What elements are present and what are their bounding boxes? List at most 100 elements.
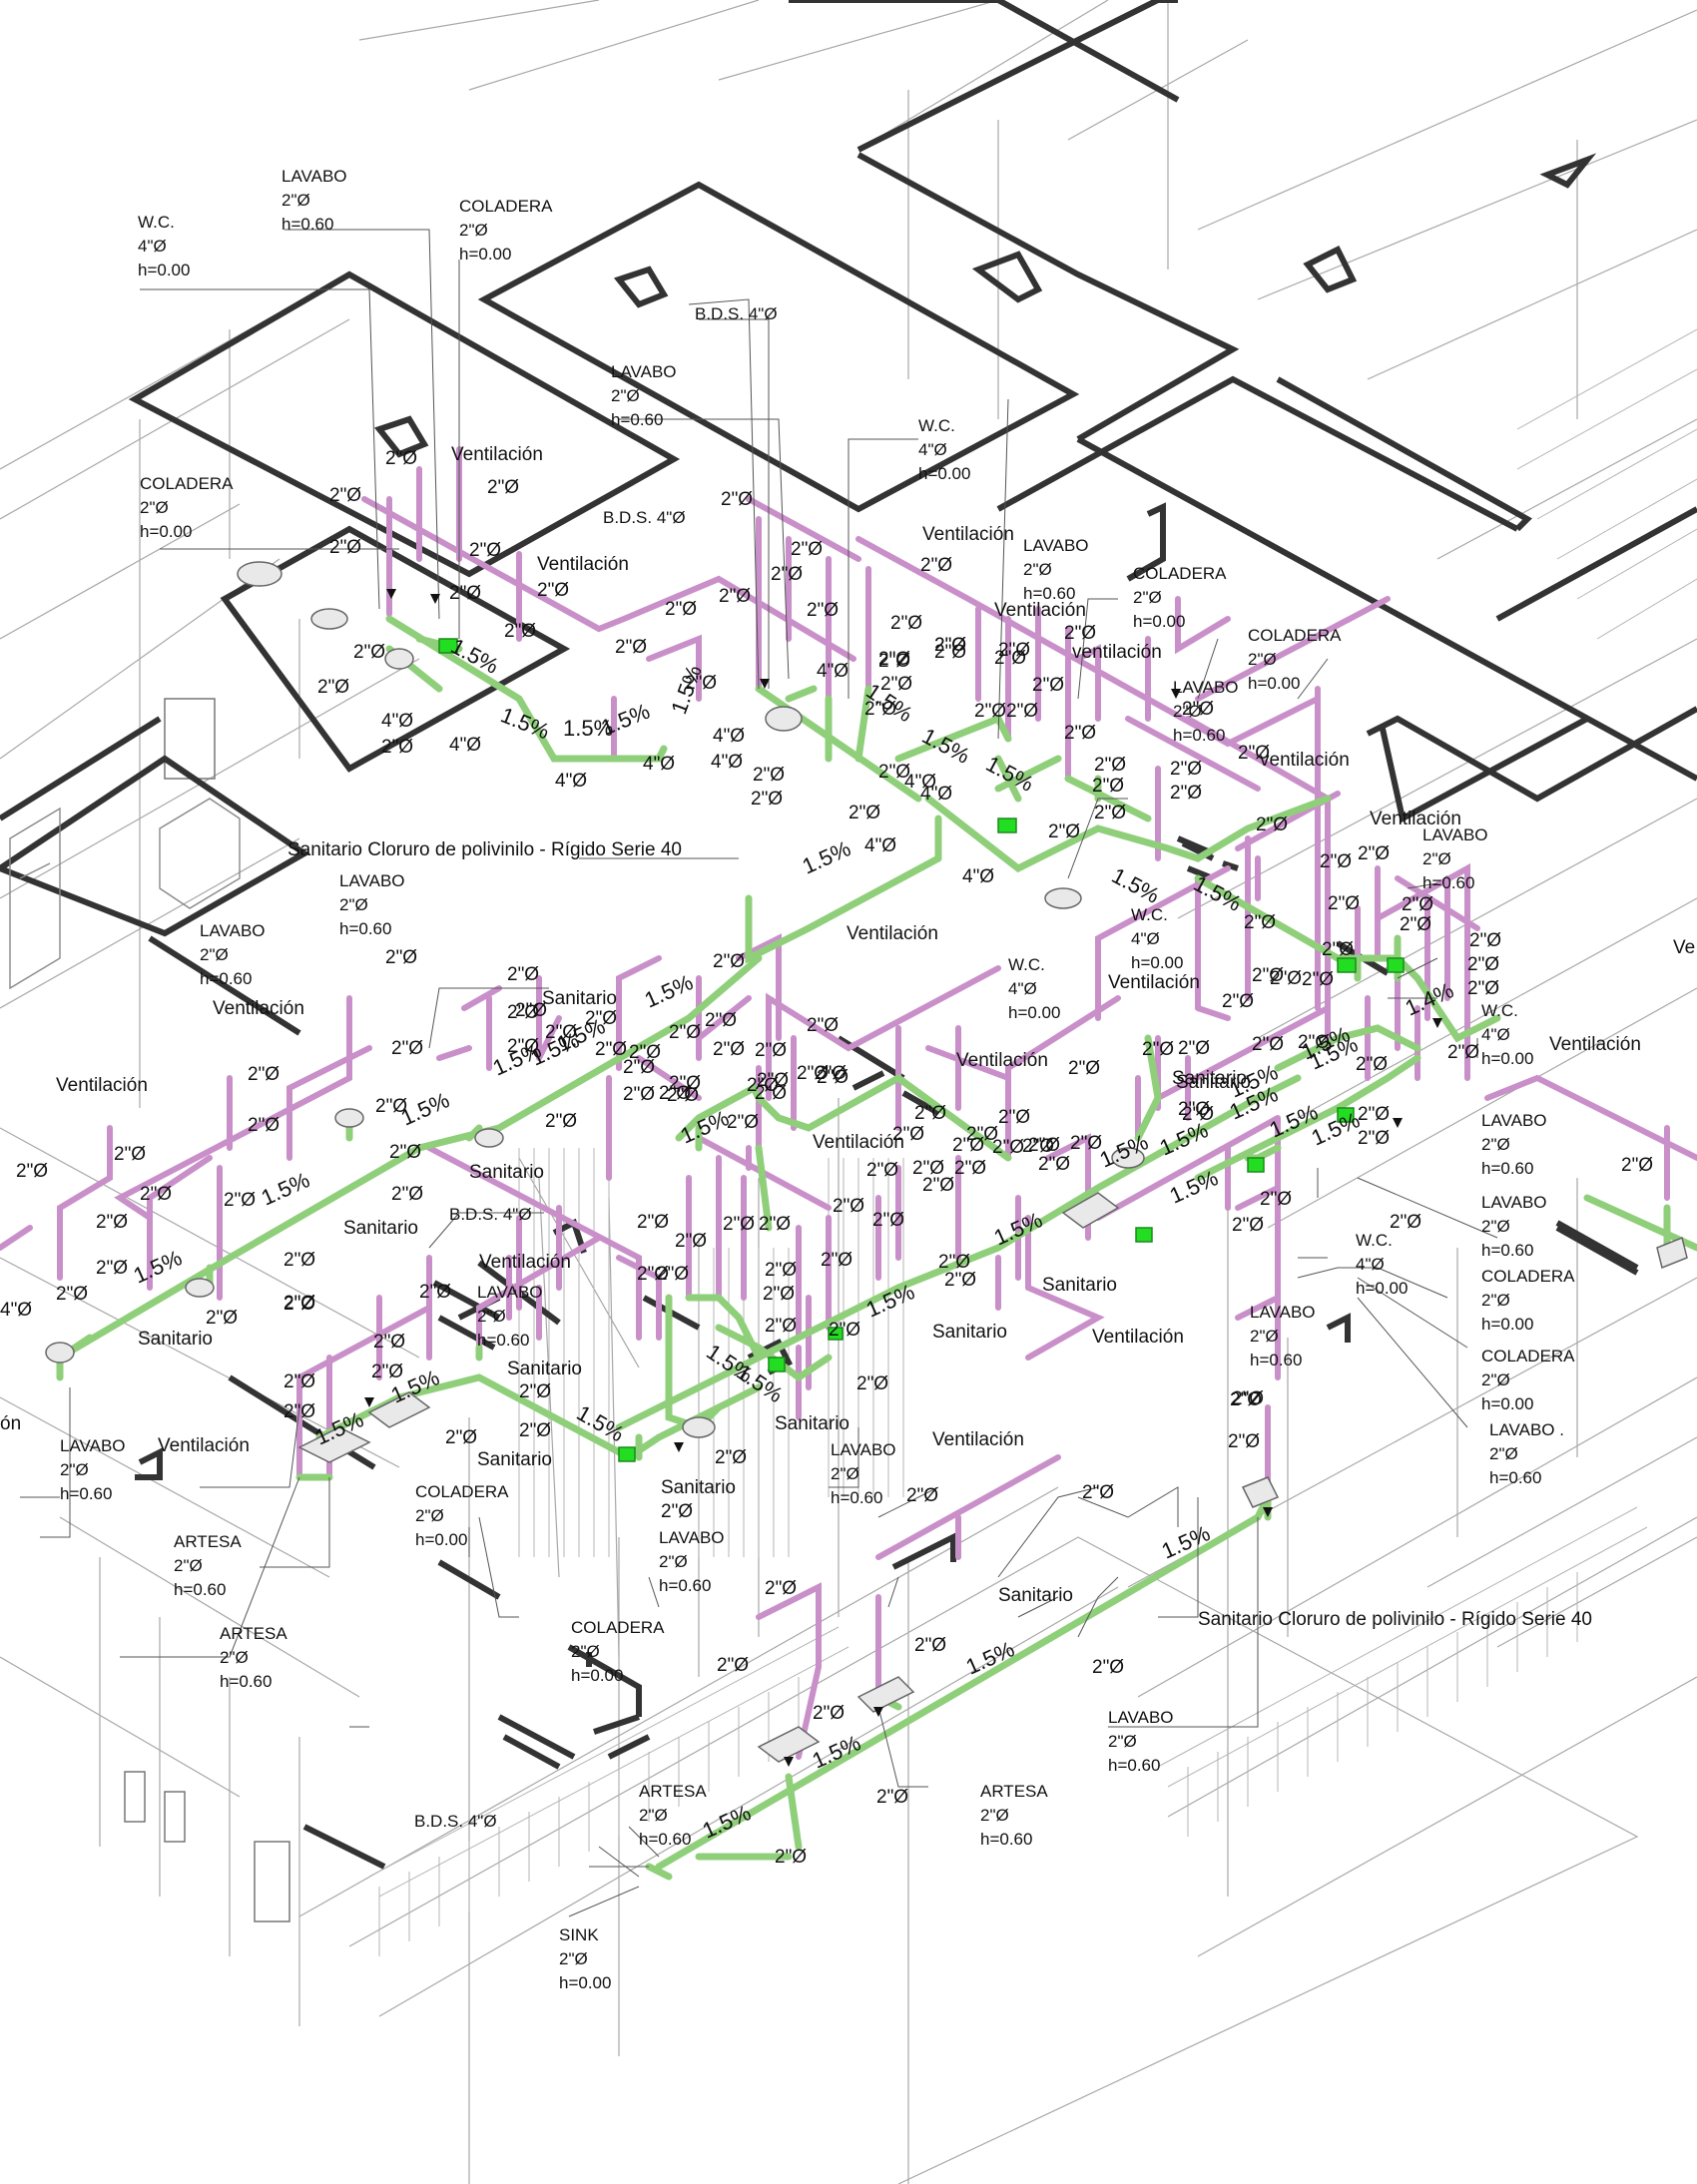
sanitary-network [56, 615, 1697, 1881]
sanitary-label: Sanitario [932, 1322, 1007, 1343]
diameter-tag: 2"Ø [755, 1040, 787, 1061]
diameter-tag: 2"Ø [998, 640, 1030, 661]
diameter-tag: 4"Ø [449, 735, 481, 756]
diameter-tag: 2"Ø [791, 539, 823, 560]
diameter-tag: 2"Ø [1182, 1104, 1214, 1125]
diameter-tag: 2"Ø [1621, 1155, 1653, 1176]
diameter-tag: 2"Ø [1469, 930, 1501, 951]
diameter-tag: 2"Ø [140, 1184, 172, 1205]
diameter-tag: 2"Ø [515, 1000, 547, 1021]
diameter-tag: 2"Ø [765, 1260, 797, 1281]
bds-label: B.D.S. 4"Ø [449, 1205, 532, 1224]
diameter-tag: 2"Ø [637, 1264, 669, 1285]
vent-label: Ve [1673, 937, 1695, 958]
diameter-tag: 2"Ø [966, 1124, 998, 1145]
diameter-tag: 2"Ø [1170, 759, 1202, 780]
diameter-tag: 2"Ø [637, 1212, 669, 1233]
diameter-tag: 2"Ø [1178, 1038, 1210, 1059]
diameter-tag: 2"Ø [1222, 991, 1254, 1012]
diameter-tag: 2"Ø [719, 586, 751, 607]
slope-tag: 1.5% [641, 969, 697, 1012]
vent-label: Ventilación [994, 600, 1086, 621]
diameter-tag: 2"Ø [385, 448, 417, 469]
diameter-tag: 2"Ø [659, 1083, 691, 1104]
diameter-tag: 2"Ø [1467, 978, 1499, 999]
diameter-tag: 2"Ø [1390, 1212, 1421, 1233]
ventilation-network [0, 446, 1697, 1760]
diameter-tag: 2"Ø [1358, 843, 1390, 864]
diameter-tag: 2"Ø [1182, 699, 1214, 720]
fixtures [45, 561, 1688, 1763]
single-labels: B.D.S. 4"Ø B.D.S. 4"Ø B.D.S. 4"Ø B.D.S. … [287, 304, 1592, 1831]
diameter-tag: 2"Ø [878, 649, 910, 670]
diameter-tag: 2"Ø [329, 485, 361, 506]
diameter-tag: 2"Ø [1232, 1215, 1264, 1236]
diameter-tag: 2"Ø [1038, 1154, 1070, 1175]
diameter-tag: 4"Ø [713, 726, 745, 747]
diameter-tag: 2"Ø [848, 803, 880, 823]
diameter-tag: 2"Ø [317, 677, 349, 698]
diameter-tag: 2"Ø [1232, 1388, 1264, 1409]
diameter-tag: 2"Ø [1402, 894, 1433, 915]
vent-label: Ventilación [1549, 1034, 1641, 1055]
diameter-tag: 2"Ø [1260, 1189, 1292, 1210]
diameter-tag: 2"Ø [872, 1210, 904, 1231]
diameter-tag: 2"Ø [864, 699, 896, 720]
sanitary-label: Sanitario [469, 1162, 544, 1183]
diameter-tag: 2"Ø [1328, 893, 1360, 914]
diameter-tag: 2"Ø [669, 1022, 701, 1043]
diameter-tag: 2"Ø [1230, 1389, 1262, 1410]
diameter-tag: 2"Ø [717, 1655, 749, 1676]
diameter-tag: 2"Ø [283, 1401, 315, 1422]
diameter-tag: 2"Ø [866, 1160, 898, 1181]
diameter-tag: 2"Ø [934, 635, 966, 656]
diameter-tag: 2"Ø [353, 642, 385, 663]
diameter-tag: 2"Ø [1467, 954, 1499, 975]
diameter-tag: 2"Ø [96, 1258, 128, 1279]
fittings [438, 638, 1405, 1462]
diameter-tag: 2"Ø [906, 1485, 938, 1506]
diameter-tag: 2"Ø [753, 765, 785, 786]
sanitary-label: Sanitario [661, 1477, 736, 1498]
diameter-tag: 2"Ø [224, 1190, 256, 1211]
diameter-tag: 2"Ø [1170, 783, 1202, 804]
diameter-tag: 2"Ø [585, 1008, 617, 1029]
pipe-spec-label: Sanitario Cloruro de polivinilo - Rígido… [287, 839, 682, 860]
sanitary-label: Sanitario [1172, 1068, 1247, 1089]
slope-tag: 1.5% [699, 1800, 755, 1843]
diameter-tag: 2"Ø [880, 674, 912, 695]
diameter-tag: 2"Ø [507, 1036, 539, 1057]
slope-tag: 1.5% [258, 1167, 313, 1210]
diameter-tag: 2"Ø [1400, 914, 1431, 935]
diameter-tag: 2"Ø [723, 1214, 755, 1235]
diameter-tag: 2"Ø [914, 1635, 946, 1656]
diameter-tag: 2"Ø [1252, 965, 1284, 986]
diameter-tag: 2"Ø [765, 1316, 797, 1337]
slope-tag: 1.5% [598, 699, 654, 741]
diameter-tag: 2"Ø [713, 951, 745, 972]
diameter-tag: 2"Ø [829, 1320, 860, 1341]
diameter-tag: 2"Ø [507, 1002, 539, 1023]
diameter-tag: 2"Ø [1092, 1657, 1124, 1678]
diameter-tag: 2"Ø [385, 947, 417, 968]
diameter-tag: 2"Ø [757, 1070, 789, 1091]
kitchen-equipment [9, 798, 241, 990]
slope-tag: 1.5% [130, 1245, 186, 1288]
diameter-tag: 2"Ø [775, 1847, 807, 1868]
diameter-tag: 2"Ø [892, 1124, 924, 1145]
slope-tag: 1.5% [1108, 862, 1164, 908]
diameter-tag: 2"Ø [1068, 1058, 1100, 1079]
diameter-tag: 2"Ø [1032, 675, 1064, 696]
vent-label: ventilación [1260, 750, 1350, 771]
